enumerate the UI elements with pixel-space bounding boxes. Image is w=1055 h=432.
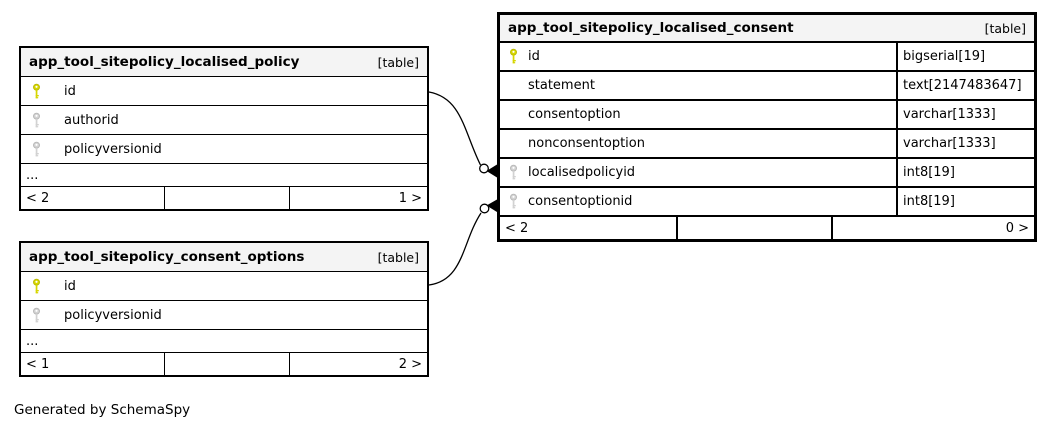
pager-next[interactable]: 2 > xyxy=(289,353,427,375)
column-type: varchar[1333] xyxy=(896,130,1034,157)
pager-next[interactable]: 0 > xyxy=(831,217,1034,239)
table-consent-options: app_tool_sitepolicy_consent_options [tab… xyxy=(19,241,429,377)
primary-key-icon xyxy=(509,48,528,65)
ellipsis-text: ... xyxy=(26,333,39,349)
column-row-nonconsentoption[interactable]: nonconsentoption varchar[1333] xyxy=(500,130,1034,159)
column-name: policyversionid xyxy=(64,141,162,157)
ellipsis-text: ... xyxy=(26,167,39,183)
table-type-badge: [table] xyxy=(377,249,419,265)
table-type-badge: [table] xyxy=(377,54,419,70)
ellipsis-row: ... xyxy=(21,164,427,187)
primary-key-icon xyxy=(32,83,64,100)
column-name: id xyxy=(64,83,76,99)
generated-by-note: Generated by SchemaSpy xyxy=(14,402,191,418)
table-header[interactable]: app_tool_sitepolicy_consent_options [tab… xyxy=(21,243,427,272)
column-row-id[interactable]: id bigserial[19] xyxy=(500,43,1034,72)
table-name: app_tool_sitepolicy_consent_options xyxy=(29,249,305,265)
column-row-consentoptionid[interactable]: consentoptionid int8[19] xyxy=(500,188,1034,217)
pager-row: < 2 0 > xyxy=(500,217,1034,239)
pager-prev[interactable]: < 2 xyxy=(26,190,50,206)
column-row-id[interactable]: id xyxy=(21,272,427,301)
pager-row: < 2 1 > xyxy=(21,187,427,209)
column-name: consentoption xyxy=(528,107,621,122)
foreign-key-icon xyxy=(32,112,64,129)
pager-middle xyxy=(164,353,289,375)
foreign-key-icon xyxy=(32,307,64,324)
table-header[interactable]: app_tool_sitepolicy_localised_consent [t… xyxy=(500,15,1034,43)
column-name: nonconsentoption xyxy=(528,136,645,151)
column-row-id[interactable]: id xyxy=(21,77,427,106)
column-name: statement xyxy=(528,78,595,93)
column-name: consentoptionid xyxy=(528,194,633,209)
foreign-key-icon xyxy=(509,193,528,210)
column-row-localisedpolicyid[interactable]: localisedpolicyid int8[19] xyxy=(500,159,1034,188)
edge-localisedpolicyid xyxy=(428,91,497,178)
column-name: id xyxy=(528,49,540,64)
column-type: text[2147483647] xyxy=(896,72,1034,99)
pager-middle xyxy=(164,187,289,209)
foreign-key-icon xyxy=(509,164,528,181)
ellipsis-row: ... xyxy=(21,330,427,353)
column-row-policyversionid[interactable]: policyversionid xyxy=(21,135,427,164)
column-row-statement[interactable]: statement text[2147483647] xyxy=(500,72,1034,101)
table-localised-policy: app_tool_sitepolicy_localised_policy [ta… xyxy=(19,46,429,211)
table-type-badge: [table] xyxy=(984,20,1026,36)
column-row-authorid[interactable]: authorid xyxy=(21,106,427,135)
pager-next[interactable]: 1 > xyxy=(289,187,427,209)
pager-row: < 1 2 > xyxy=(21,353,427,375)
table-name: app_tool_sitepolicy_localised_consent xyxy=(508,20,794,36)
pager-prev[interactable]: < 1 xyxy=(26,356,50,372)
pager-prev[interactable]: < 2 xyxy=(505,220,529,236)
table-localised-consent: app_tool_sitepolicy_localised_consent [t… xyxy=(497,12,1037,242)
table-header[interactable]: app_tool_sitepolicy_localised_policy [ta… xyxy=(21,48,427,77)
column-name: authorid xyxy=(64,112,119,128)
column-name: policyversionid xyxy=(64,307,162,323)
pager-middle xyxy=(676,217,831,239)
edge-consentoptionid xyxy=(428,199,497,286)
column-row-consentoption[interactable]: consentoption varchar[1333] xyxy=(500,101,1034,130)
column-name: id xyxy=(64,278,76,294)
foreign-key-icon xyxy=(32,141,64,158)
column-type: int8[19] xyxy=(896,188,1034,215)
column-name: localisedpolicyid xyxy=(528,165,636,180)
column-type: int8[19] xyxy=(896,159,1034,186)
column-row-policyversionid[interactable]: policyversionid xyxy=(21,301,427,330)
primary-key-icon xyxy=(32,278,64,295)
column-type: varchar[1333] xyxy=(896,101,1034,128)
table-name: app_tool_sitepolicy_localised_policy xyxy=(29,54,300,70)
column-type: bigserial[19] xyxy=(896,43,1034,70)
